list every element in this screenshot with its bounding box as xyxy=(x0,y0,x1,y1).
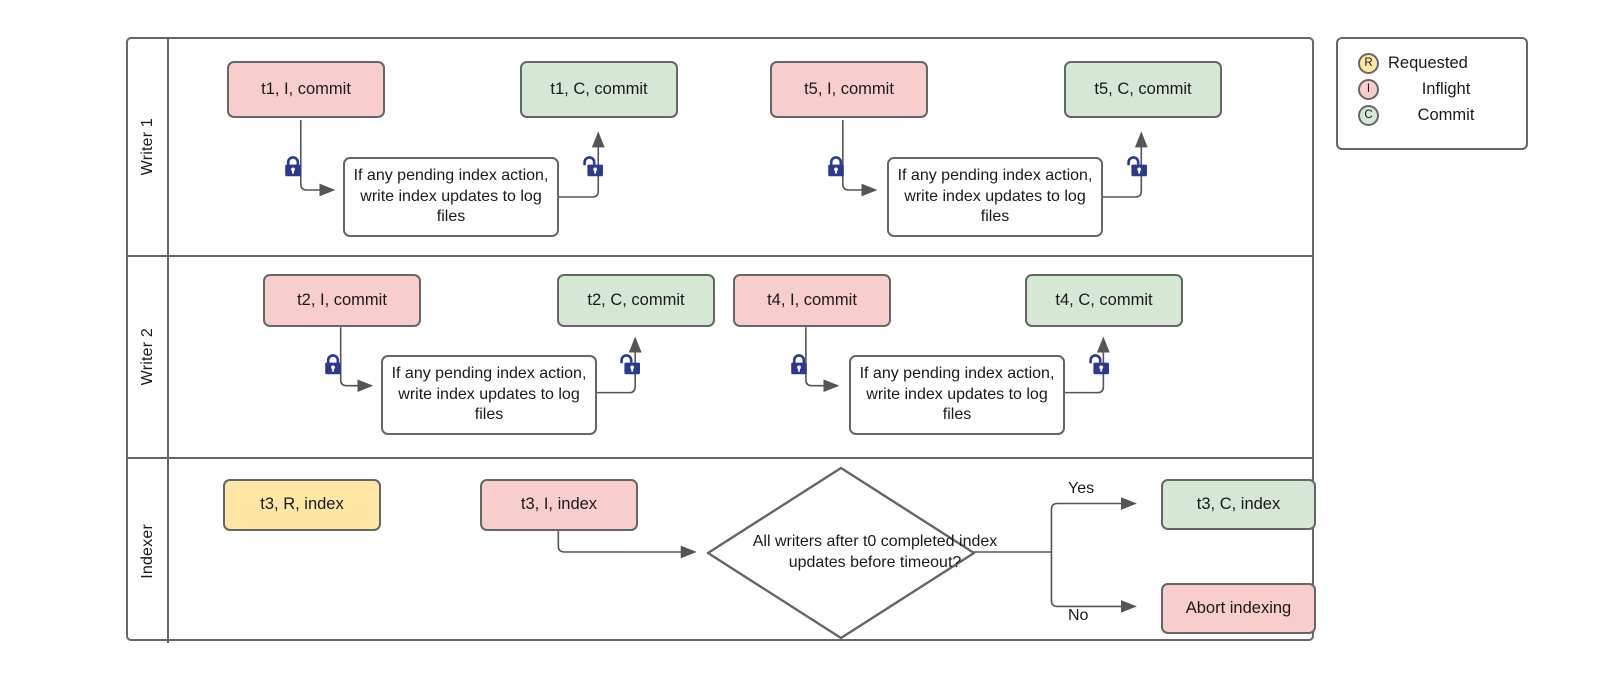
lock-open-icon xyxy=(1127,156,1147,178)
swimlane-pool: Writer 1 xyxy=(126,37,1316,643)
legend-label-requested: Requested xyxy=(1388,53,1468,72)
lane-label-writer-2: Writer 2 xyxy=(138,328,156,386)
edge-label-yes: Yes xyxy=(1068,480,1095,497)
lane-header-indexer: Indexer xyxy=(128,459,169,643)
legend-label-inflight: Inflight xyxy=(1421,79,1471,98)
edge-label-no: No xyxy=(1068,607,1089,624)
node-w1-t1-inflight[interactable]: t1, I, commit xyxy=(227,61,385,118)
node-idx-t3-commit[interactable]: t3, C, index xyxy=(1161,479,1316,530)
node-w2-t4-inflight[interactable]: t4, I, commit xyxy=(733,274,891,327)
legend-panel: R Requested I Inflight C Commit xyxy=(1336,37,1528,150)
node-w2-process-2[interactable]: If any pending index action, write index… xyxy=(849,355,1065,435)
lock-closed-icon xyxy=(283,156,303,178)
lane-header-writer-2: Writer 2 xyxy=(128,257,169,457)
node-w1-process-2[interactable]: If any pending index action, write index… xyxy=(887,157,1103,237)
lock-closed-icon xyxy=(323,354,343,376)
badge-requested-icon: R xyxy=(1358,52,1379,74)
legend-item-commit: C Commit xyxy=(1338,102,1526,128)
node-w1-t5-commit[interactable]: t5, C, commit xyxy=(1064,61,1222,118)
node-w1-t1-commit[interactable]: t1, C, commit xyxy=(520,61,678,118)
lane-body-indexer: t3, R, index t3, I, index All writers af… xyxy=(169,459,1316,643)
lane-indexer: Indexer xyxy=(128,457,1316,643)
lane-body-writer-2: t2, I, commit If any pending index actio… xyxy=(169,257,1312,457)
lane-body-writer-1: t1, I, commit If any pending index actio… xyxy=(169,39,1312,255)
lane-label-writer-1: Writer 1 xyxy=(138,118,156,176)
legend-item-inflight: I Inflight xyxy=(1338,76,1526,102)
lock-open-icon xyxy=(620,354,640,376)
badge-inflight-icon: I xyxy=(1358,78,1379,100)
lane-writer-1: Writer 1 xyxy=(128,39,1312,255)
node-w1-t5-inflight[interactable]: t5, I, commit xyxy=(770,61,928,118)
node-w2-t2-inflight[interactable]: t2, I, commit xyxy=(263,274,421,327)
legend-item-requested: R Requested xyxy=(1338,50,1526,76)
lock-closed-icon xyxy=(826,156,846,178)
decision-all-writers-completed[interactable]: All writers after t0 completed index upd… xyxy=(705,465,997,641)
lane-header-writer-1: Writer 1 xyxy=(128,39,169,255)
node-w1-process-1[interactable]: If any pending index action, write index… xyxy=(343,157,559,237)
node-w2-t2-commit[interactable]: t2, C, commit xyxy=(557,274,715,327)
node-idx-t3-requested[interactable]: t3, R, index xyxy=(223,479,381,531)
node-w2-t4-commit[interactable]: t4, C, commit xyxy=(1025,274,1183,327)
badge-commit-icon: C xyxy=(1358,104,1379,126)
lane-label-indexer: Indexer xyxy=(138,523,156,579)
lock-closed-icon xyxy=(789,354,809,376)
lock-open-icon xyxy=(583,156,603,178)
node-idx-t3-inflight[interactable]: t3, I, index xyxy=(480,479,638,531)
legend-label-commit: Commit xyxy=(1417,105,1475,124)
node-idx-abort-indexing[interactable]: Abort indexing xyxy=(1161,583,1316,634)
node-w2-process-1[interactable]: If any pending index action, write index… xyxy=(381,355,597,435)
lane-writer-2: Writer 2 t2, I, commit If any pending in… xyxy=(128,255,1312,457)
lock-open-icon xyxy=(1089,354,1109,376)
